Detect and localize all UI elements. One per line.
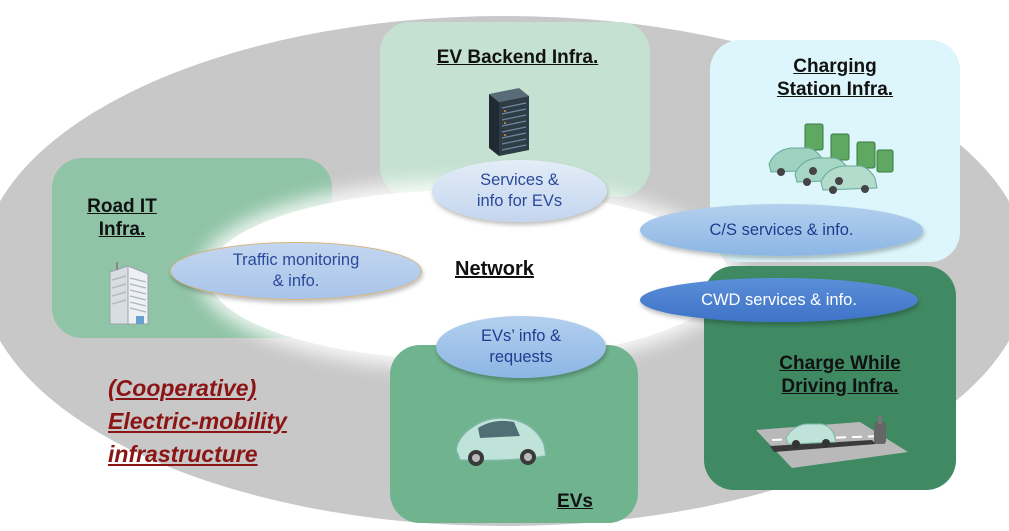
charging-cars-icon	[768, 123, 894, 194]
charging-station-infra-title: Charging Station Infra.	[776, 56, 894, 100]
cwd-services-bubble: CWD services & info.	[640, 278, 918, 322]
evs-title: EVs	[557, 491, 593, 512]
services-info-bubble: Services & info for EVs	[432, 160, 607, 222]
ev-backend-infra-title: EV Backend Infra.	[436, 47, 599, 68]
car-icon	[455, 417, 547, 466]
road-it-infra-title: Road IT Infra.	[87, 196, 157, 240]
electric-mobility-infrastructure-label: (Cooperative) Electric-mobility infrastr…	[108, 375, 287, 467]
cwd-infra-title: Charge While Driving Infra.	[779, 353, 901, 397]
evs-info-bubble: EVs’ info & requests	[436, 316, 606, 378]
traffic-monitoring-bubble: Traffic monitoring & info.	[170, 242, 422, 300]
office-building-icon	[109, 262, 149, 325]
server-icon	[489, 88, 529, 156]
network-label: Network	[455, 258, 534, 280]
cs-services-bubble: C/S services & info.	[640, 204, 923, 256]
road-charging-car-icon	[756, 416, 908, 468]
